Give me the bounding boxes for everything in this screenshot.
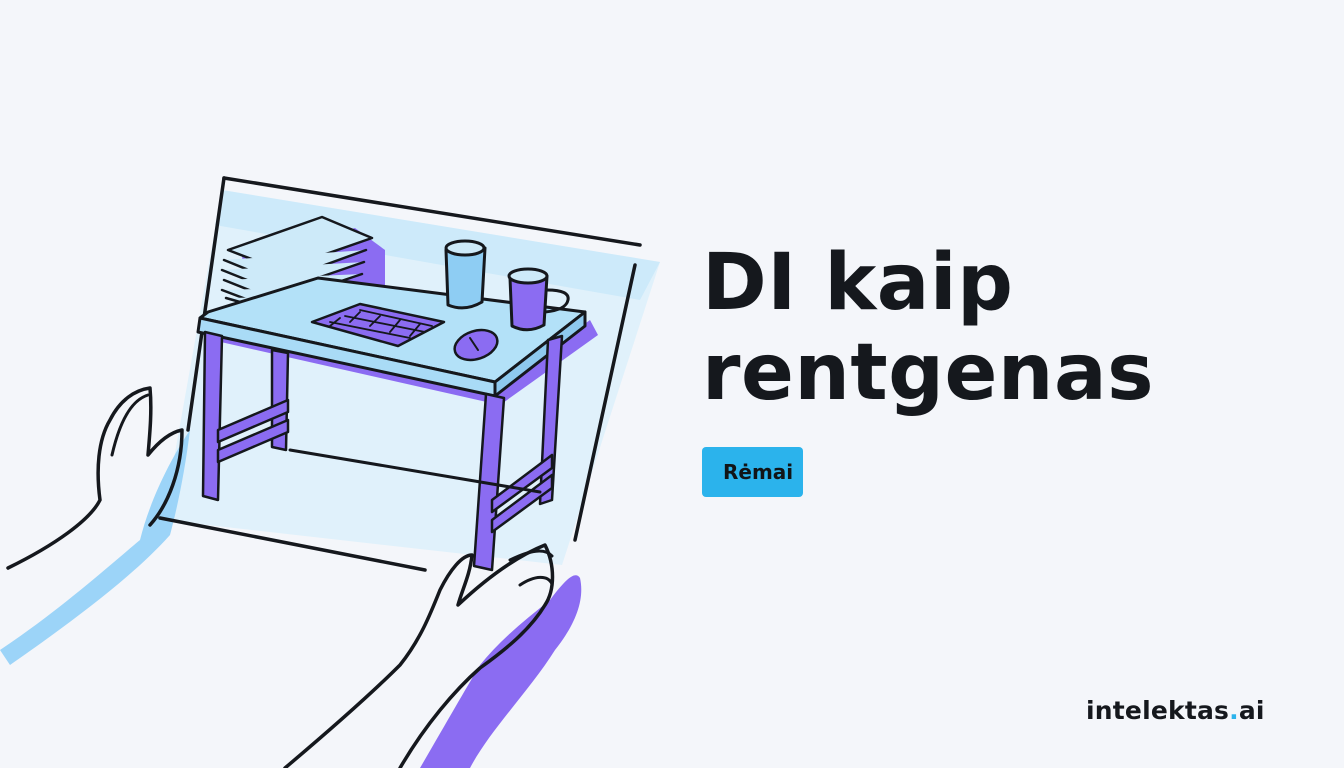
cup-blue (444, 239, 487, 310)
cup-purple (507, 267, 570, 332)
desk-stretchers (216, 398, 554, 534)
keyboard (310, 302, 446, 348)
brand-name-part2: ai (1238, 696, 1265, 725)
right-hand (283, 543, 555, 768)
title-line-1: DI kaip (702, 238, 1014, 328)
title-line-2: rentgenas (702, 328, 1155, 418)
right-hand-shadow (420, 575, 582, 768)
floor-line (288, 448, 542, 494)
xray-sheet-outline (222, 176, 642, 247)
brand-logo[interactable]: intelektas.ai (1086, 694, 1265, 728)
left-hand-shadow (0, 430, 190, 665)
mouse (453, 328, 499, 362)
category-badge[interactable]: Rėmai (702, 447, 804, 497)
brand-name-part1: intelektas (1086, 696, 1230, 725)
brand-dot: . (1229, 696, 1239, 725)
left-hand (6, 386, 184, 570)
page-title: DI kaip rentgenas (702, 238, 1154, 418)
